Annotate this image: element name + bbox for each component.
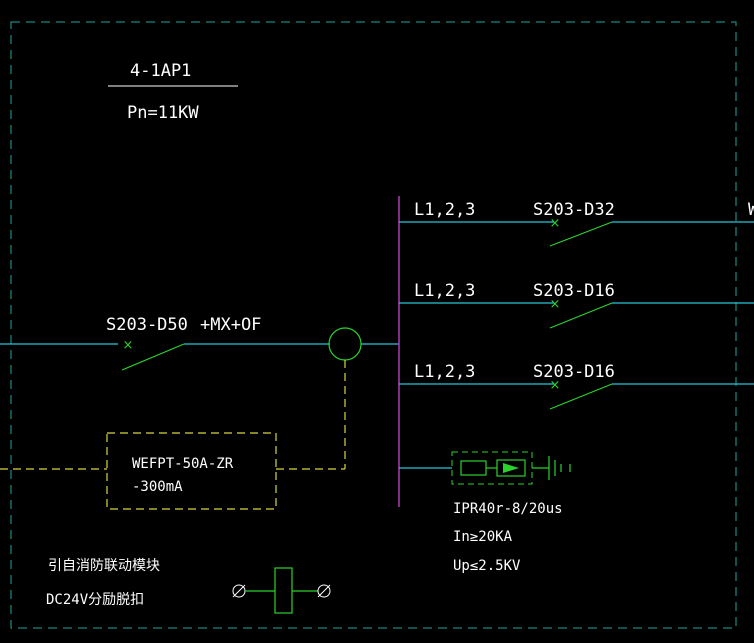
fire-note-line1: 引自消防联动模块 xyxy=(48,558,160,574)
svg-text:×: × xyxy=(550,216,561,231)
branch-3: × xyxy=(399,378,754,410)
current-transformer xyxy=(328,327,362,361)
edge-letter: W xyxy=(748,200,754,220)
rcd-model: WEFPT-50A-ZR xyxy=(132,456,234,472)
branch-1-breaker: S203-D32 xyxy=(533,200,615,220)
drawing-border xyxy=(10,21,737,629)
svg-text:×: × xyxy=(550,297,561,312)
spd-current: In≥20KA xyxy=(453,529,513,545)
shunt-trip-coil xyxy=(232,567,331,614)
branch-1: × xyxy=(399,216,754,247)
incoming-breaker-blade xyxy=(121,343,185,371)
rcd-module-box xyxy=(106,432,277,510)
branch-2-phases: L1,2,3 xyxy=(414,281,475,301)
branch-1-phases: L1,2,3 xyxy=(414,200,475,220)
incoming-breaker-x: × xyxy=(123,338,134,353)
spd-model: IPR40r-8/20us xyxy=(453,501,563,517)
branch-2-breaker: S203-D16 xyxy=(533,281,615,301)
branch-3-breaker: S203-D16 xyxy=(533,362,615,382)
incoming-accessory-label: +MX+OF xyxy=(200,315,261,335)
svg-text:×: × xyxy=(550,378,561,393)
branch-3-phases: L1,2,3 xyxy=(414,362,475,382)
panel-name: 4-1AP1 xyxy=(130,61,191,81)
fire-note-line2: DC24V分励脱扣 xyxy=(46,592,144,608)
rcd-rating: -300mA xyxy=(132,479,183,495)
branch-2: × xyxy=(399,297,754,329)
incoming-breaker-label: S203-D50 xyxy=(106,315,188,335)
panel-power: Pn=11KW xyxy=(127,103,199,123)
spd-symbol xyxy=(399,451,571,485)
spd-voltage: Up≤2.5KV xyxy=(453,558,521,574)
